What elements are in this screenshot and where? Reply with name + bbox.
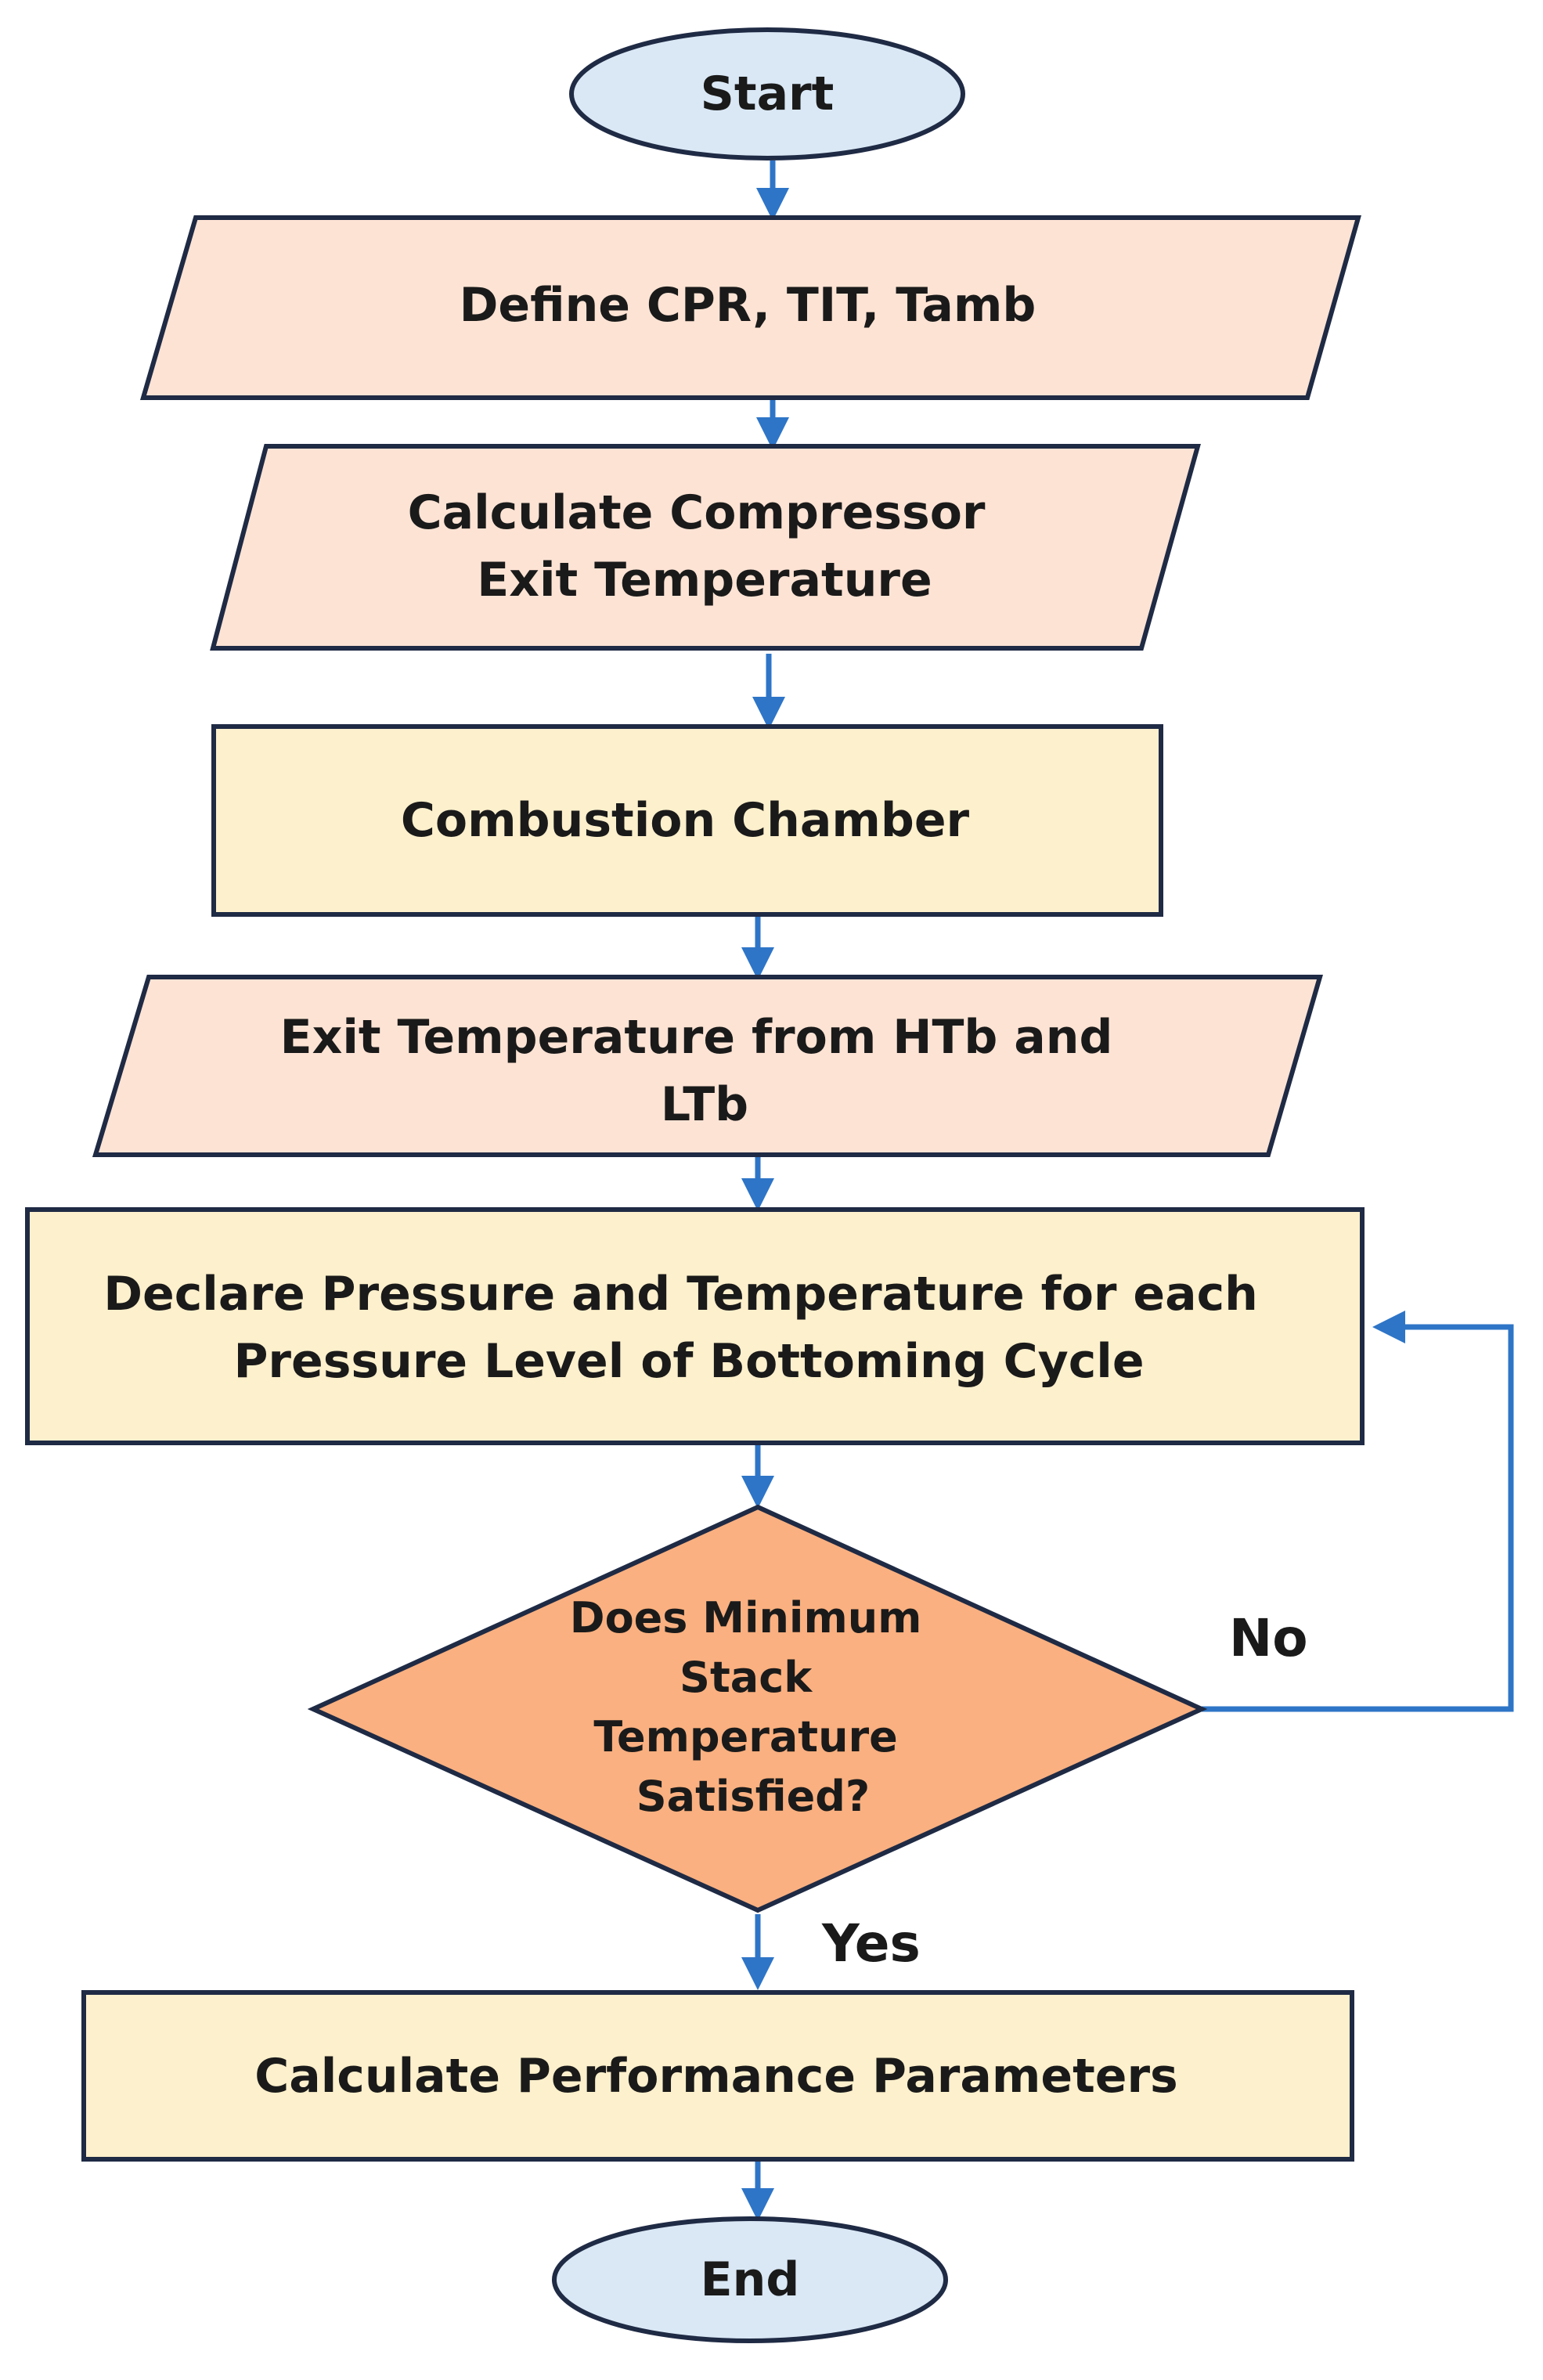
- declare-pressure-line-1: Declare Pressure and Temperature for eac…: [103, 1267, 1258, 1322]
- compressor-exit-line-1: Calculate Compressor: [408, 485, 986, 540]
- arrow-loop-no: [1202, 1311, 1514, 1712]
- define-inputs-node: Define CPR, TIT, Tamb: [140, 215, 1361, 400]
- start-label: Start: [701, 67, 835, 121]
- declare-pressure-node: Declare Pressure and Temperature for eac…: [25, 1207, 1365, 1445]
- define-inputs-shape: [140, 215, 1361, 400]
- decision-shape: [307, 1504, 1208, 1913]
- decision-line-4: Satisfied?: [636, 1772, 870, 1821]
- compressor-exit-label: Calculate Compressor Exit Temperature: [408, 485, 1002, 608]
- combustion-chamber-shape: [211, 724, 1163, 917]
- performance-parameters-shape: [81, 1990, 1354, 2162]
- start-node: Start: [569, 27, 965, 160]
- declare-pressure-line-2: Pressure Level of Bottoming Cycle: [233, 1334, 1144, 1389]
- end-line-1: End: [701, 2252, 800, 2307]
- end-shape: [552, 2216, 948, 2343]
- combustion-chamber-label: Combustion Chamber: [401, 793, 970, 848]
- no-branch-label: No: [1229, 1608, 1308, 1668]
- decision-line-2: Stack: [680, 1653, 813, 1702]
- combustion-chamber-node: Combustion Chamber: [211, 724, 1163, 917]
- compressor-exit-node: Calculate Compressor Exit Temperature: [210, 444, 1201, 651]
- exit-temperature-label: Exit Temperature from HTb and LTb: [280, 1010, 1130, 1132]
- decision-line-3: Temperature: [593, 1712, 897, 1762]
- start-line-1: Start: [701, 67, 835, 121]
- exit-temperature-node: Exit Temperature from HTb and LTb: [92, 975, 1323, 1157]
- performance-parameters-node: Calculate Performance Parameters: [81, 1990, 1354, 2162]
- end-node: End: [552, 2216, 948, 2343]
- exit-temperature-line-1: Exit Temperature from HTb and: [280, 1010, 1113, 1065]
- combustion-chamber-line-1: Combustion Chamber: [401, 793, 970, 848]
- performance-parameters-line-1: Calculate Performance Parameters: [254, 2049, 1178, 2104]
- connectors: [741, 160, 1514, 2221]
- declare-pressure-label: Declare Pressure and Temperature for eac…: [103, 1267, 1274, 1389]
- define-inputs-label: Define CPR, TIT, Tamb: [460, 278, 1036, 333]
- compressor-exit-shape: [210, 444, 1201, 651]
- decision-line-1: Does Minimum: [570, 1593, 922, 1643]
- compressor-exit-line-2: Exit Temperature: [477, 553, 932, 608]
- performance-parameters-label: Calculate Performance Parameters: [254, 2049, 1178, 2104]
- define-inputs-line-1: Define CPR, TIT, Tamb: [460, 278, 1036, 333]
- declare-pressure-shape: [25, 1207, 1365, 1445]
- yes-branch-label: Yes: [821, 1913, 921, 1974]
- exit-temperature-shape: [92, 975, 1323, 1157]
- stack-temperature-decision-node: Does Minimum Stack Temperature Satisfied…: [307, 1504, 1208, 1913]
- start-shape: [569, 27, 965, 160]
- decision-label: Does Minimum Stack Temperature Satisfied…: [570, 1593, 936, 1821]
- end-label: End: [701, 2252, 800, 2307]
- exit-temperature-line-2: LTb: [661, 1077, 748, 1132]
